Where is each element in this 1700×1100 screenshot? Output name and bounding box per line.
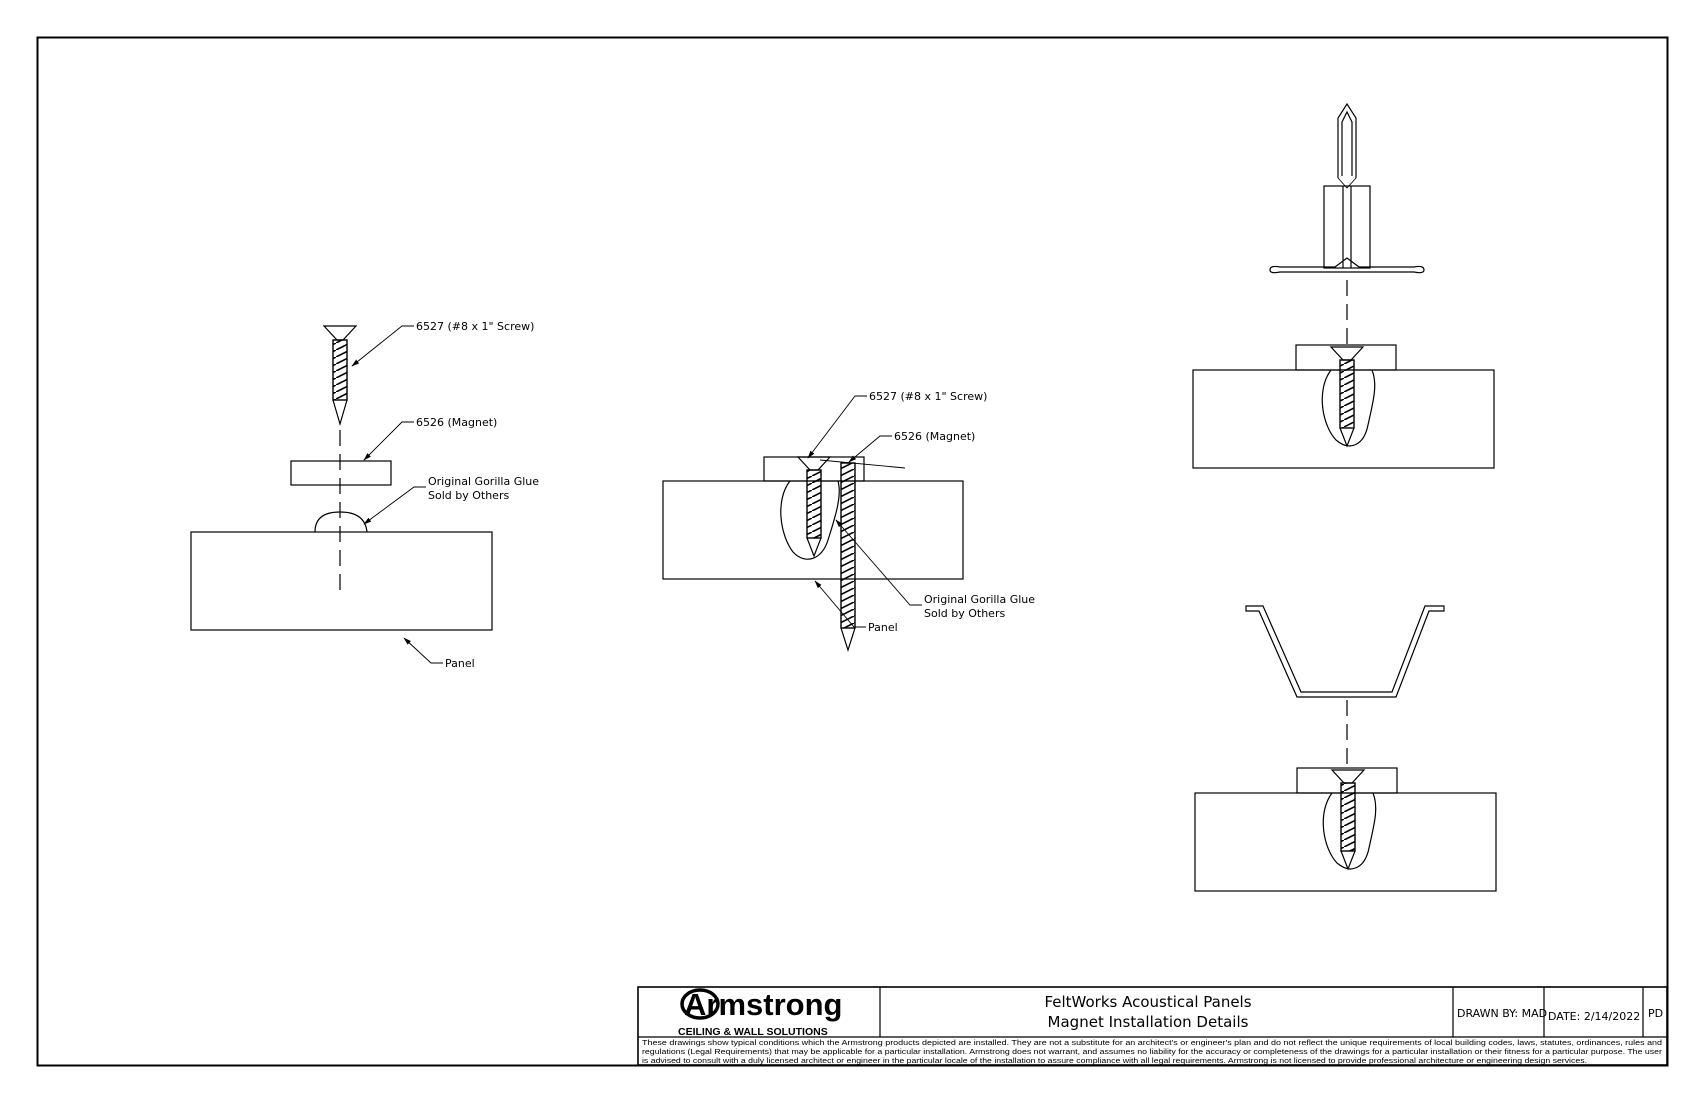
detail-4-channel [1194, 605, 1497, 892]
sheet-code: PD [1648, 1007, 1663, 1020]
brand-tagline: CEILING & WALL SOLUTIONS [678, 1026, 828, 1038]
detail-1-exploded: 6527 (#8 x 1" Screw) 6526 (Magnet) Origi… [190, 320, 539, 670]
screw-icon [1329, 346, 1365, 448]
disclaimer-line1: These drawings show typical conditions w… [642, 1040, 1662, 1047]
disclaimer-line3: is advised to consult with a duly licens… [642, 1058, 1587, 1065]
callout-screw: 6527 (#8 x 1" Screw) [416, 320, 534, 333]
callout-glue-2: Sold by Others [924, 607, 1005, 620]
date: DATE: 2/14/2022 [1548, 1010, 1640, 1023]
channel-icon [1245, 605, 1445, 698]
title-block: Armstrong CEILING & WALL SOLUTIONS FeltW… [637, 986, 1668, 1066]
screw-icon [1330, 769, 1366, 871]
detail-3-hanger [1192, 102, 1495, 469]
detail-2-installed: 6527 (#8 x 1" Screw) 6526 (Magnet) Origi… [662, 390, 1035, 652]
callout-magnet: 6526 (Magnet) [416, 416, 497, 429]
drawing-title-line2: Magnet Installation Details [1048, 1013, 1249, 1031]
callout-glue-1: Original Gorilla Glue [428, 475, 539, 488]
magnet-icon [290, 460, 392, 486]
callout-panel: Panel [868, 621, 898, 634]
callout-panel: Panel [445, 657, 475, 670]
hanger-wire-icon [1337, 102, 1357, 178]
glue-bead-icon [314, 511, 368, 533]
svg-text:Armstrong: Armstrong [684, 987, 842, 1022]
armstrong-logo: Armstrong CEILING & WALL SOLUTIONS [678, 987, 842, 1038]
disclaimer-line2: regulations (Legal Requirements) that ma… [642, 1049, 1663, 1056]
drawn-by: DRAWN BY: MAD [1457, 1007, 1547, 1020]
panel-shape [190, 531, 493, 631]
drawing-title-line1: FeltWorks Acoustical Panels [1044, 993, 1251, 1011]
screw-icon [796, 456, 832, 558]
callout-screw: 6527 (#8 x 1" Screw) [869, 390, 987, 403]
callout-glue-1: Original Gorilla Glue [924, 593, 1035, 606]
callout-glue-2: Sold by Others [428, 489, 509, 502]
screw-icon [322, 325, 358, 427]
callout-magnet: 6526 (Magnet) [894, 430, 975, 443]
screw-icon [840, 462, 856, 652]
